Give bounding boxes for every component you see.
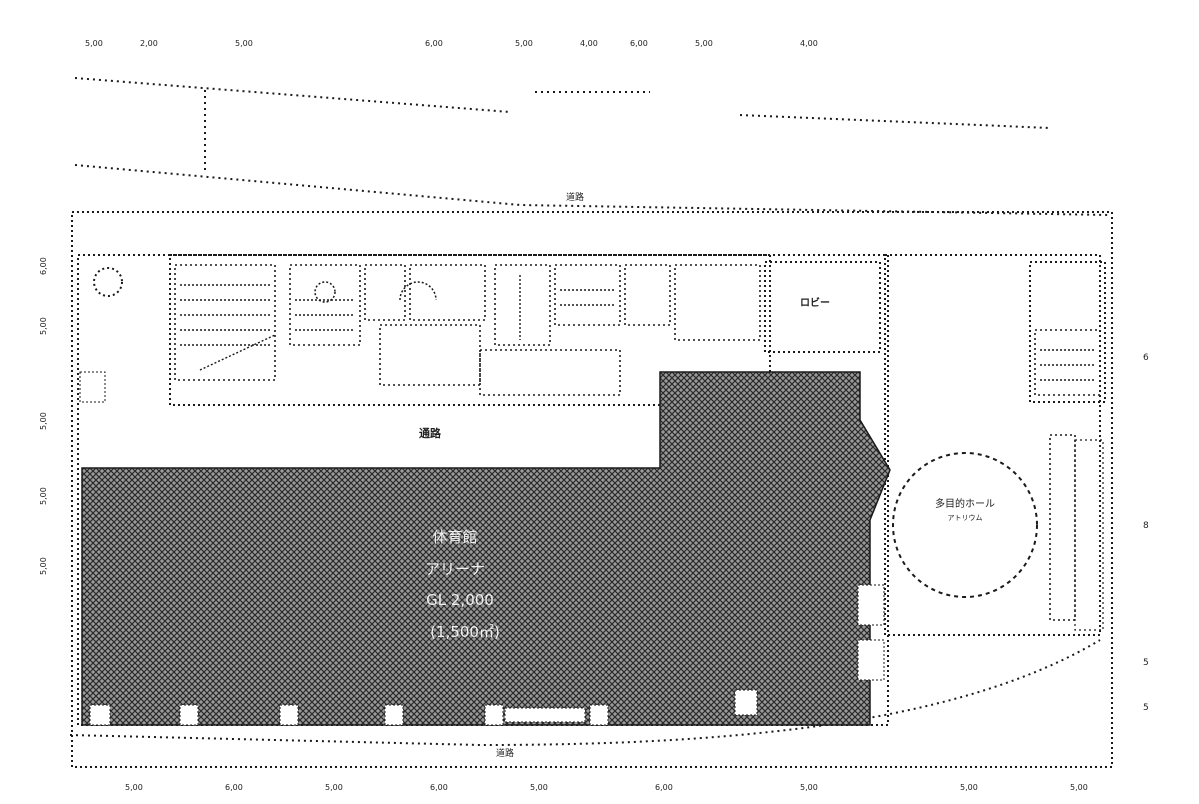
dim-top: 6,00 — [425, 39, 443, 48]
main-hall-label: (1,500㎡) — [430, 623, 500, 641]
main-hall-labels: 体育館 アリーナ GL 2,000 (1,500㎡) — [425, 528, 500, 641]
tree-symbol — [93, 267, 123, 297]
right-wing-wall — [1049, 434, 1076, 621]
dim-bottom: 5,00 — [960, 783, 978, 792]
dim-left: 6,00 — [39, 257, 48, 275]
dim-bottom: 6,00 — [225, 783, 243, 792]
dim-top: 4,00 — [580, 39, 598, 48]
main-hall-label: アリーナ — [425, 560, 485, 578]
circular-hall — [892, 452, 1038, 598]
site-boundary — [71, 211, 1113, 768]
label-circular-hall: 多目的ホール — [935, 497, 995, 510]
stair-details — [180, 275, 1095, 381]
arch-door — [399, 281, 437, 301]
hall-openings — [79, 371, 885, 726]
dim-right: 8 — [1143, 521, 1149, 531]
dim-bottom: 5,00 — [530, 783, 548, 792]
dim-top: 6,00 — [630, 39, 648, 48]
dimensions-left: 6,00 5,00 5,00 5,00 5,00 — [39, 257, 48, 575]
main-hall-hatch — [81, 371, 891, 726]
dim-left: 5,00 — [39, 487, 48, 505]
dim-bottom: 5,00 — [800, 783, 818, 792]
dim-left: 5,00 — [39, 557, 48, 575]
column-circle — [314, 281, 336, 303]
dimensions-bottom: 5,00 6,00 5,00 6,00 5,00 6,00 5,00 5,00 … — [125, 783, 1088, 792]
dim-bottom: 6,00 — [430, 783, 448, 792]
dim-top: 5,00 — [85, 39, 103, 48]
dim-top: 2,00 — [140, 39, 158, 48]
dim-top: 5,00 — [515, 39, 533, 48]
dim-bottom: 6,00 — [655, 783, 673, 792]
dim-top: 4,00 — [800, 39, 818, 48]
label-room-right-top: ロビー — [800, 296, 830, 309]
dim-left: 5,00 — [39, 317, 48, 335]
label-circular-hall-sub: アトリウム — [948, 514, 983, 522]
main-hall-label: GL 2,000 — [426, 591, 494, 609]
dim-right: 5 — [1143, 703, 1149, 713]
dim-left: 5,00 — [39, 412, 48, 430]
ramp — [1074, 439, 1104, 631]
dim-bottom: 5,00 — [325, 783, 343, 792]
dimensions-right: 6 8 5 5 — [1143, 353, 1149, 713]
label-road-bottom: 道路 — [496, 747, 514, 759]
dim-right: 6 — [1143, 353, 1149, 363]
label-corridor: 通路 — [419, 426, 442, 440]
dim-top: 5,00 — [695, 39, 713, 48]
dimensions-top: 5,00 2,00 5,00 6,00 5,00 4,00 6,00 5,00 … — [85, 39, 818, 48]
dim-bottom: 5,00 — [125, 783, 143, 792]
road-boundary-top — [74, 77, 1111, 216]
dim-bottom: 5,00 — [1070, 783, 1088, 792]
main-hall-label: 体育館 — [432, 528, 477, 546]
dim-right: 5 — [1143, 658, 1149, 668]
dim-top: 5,00 — [235, 39, 253, 48]
small-rooms — [174, 264, 1101, 396]
label-road-top: 道路 — [566, 191, 584, 203]
